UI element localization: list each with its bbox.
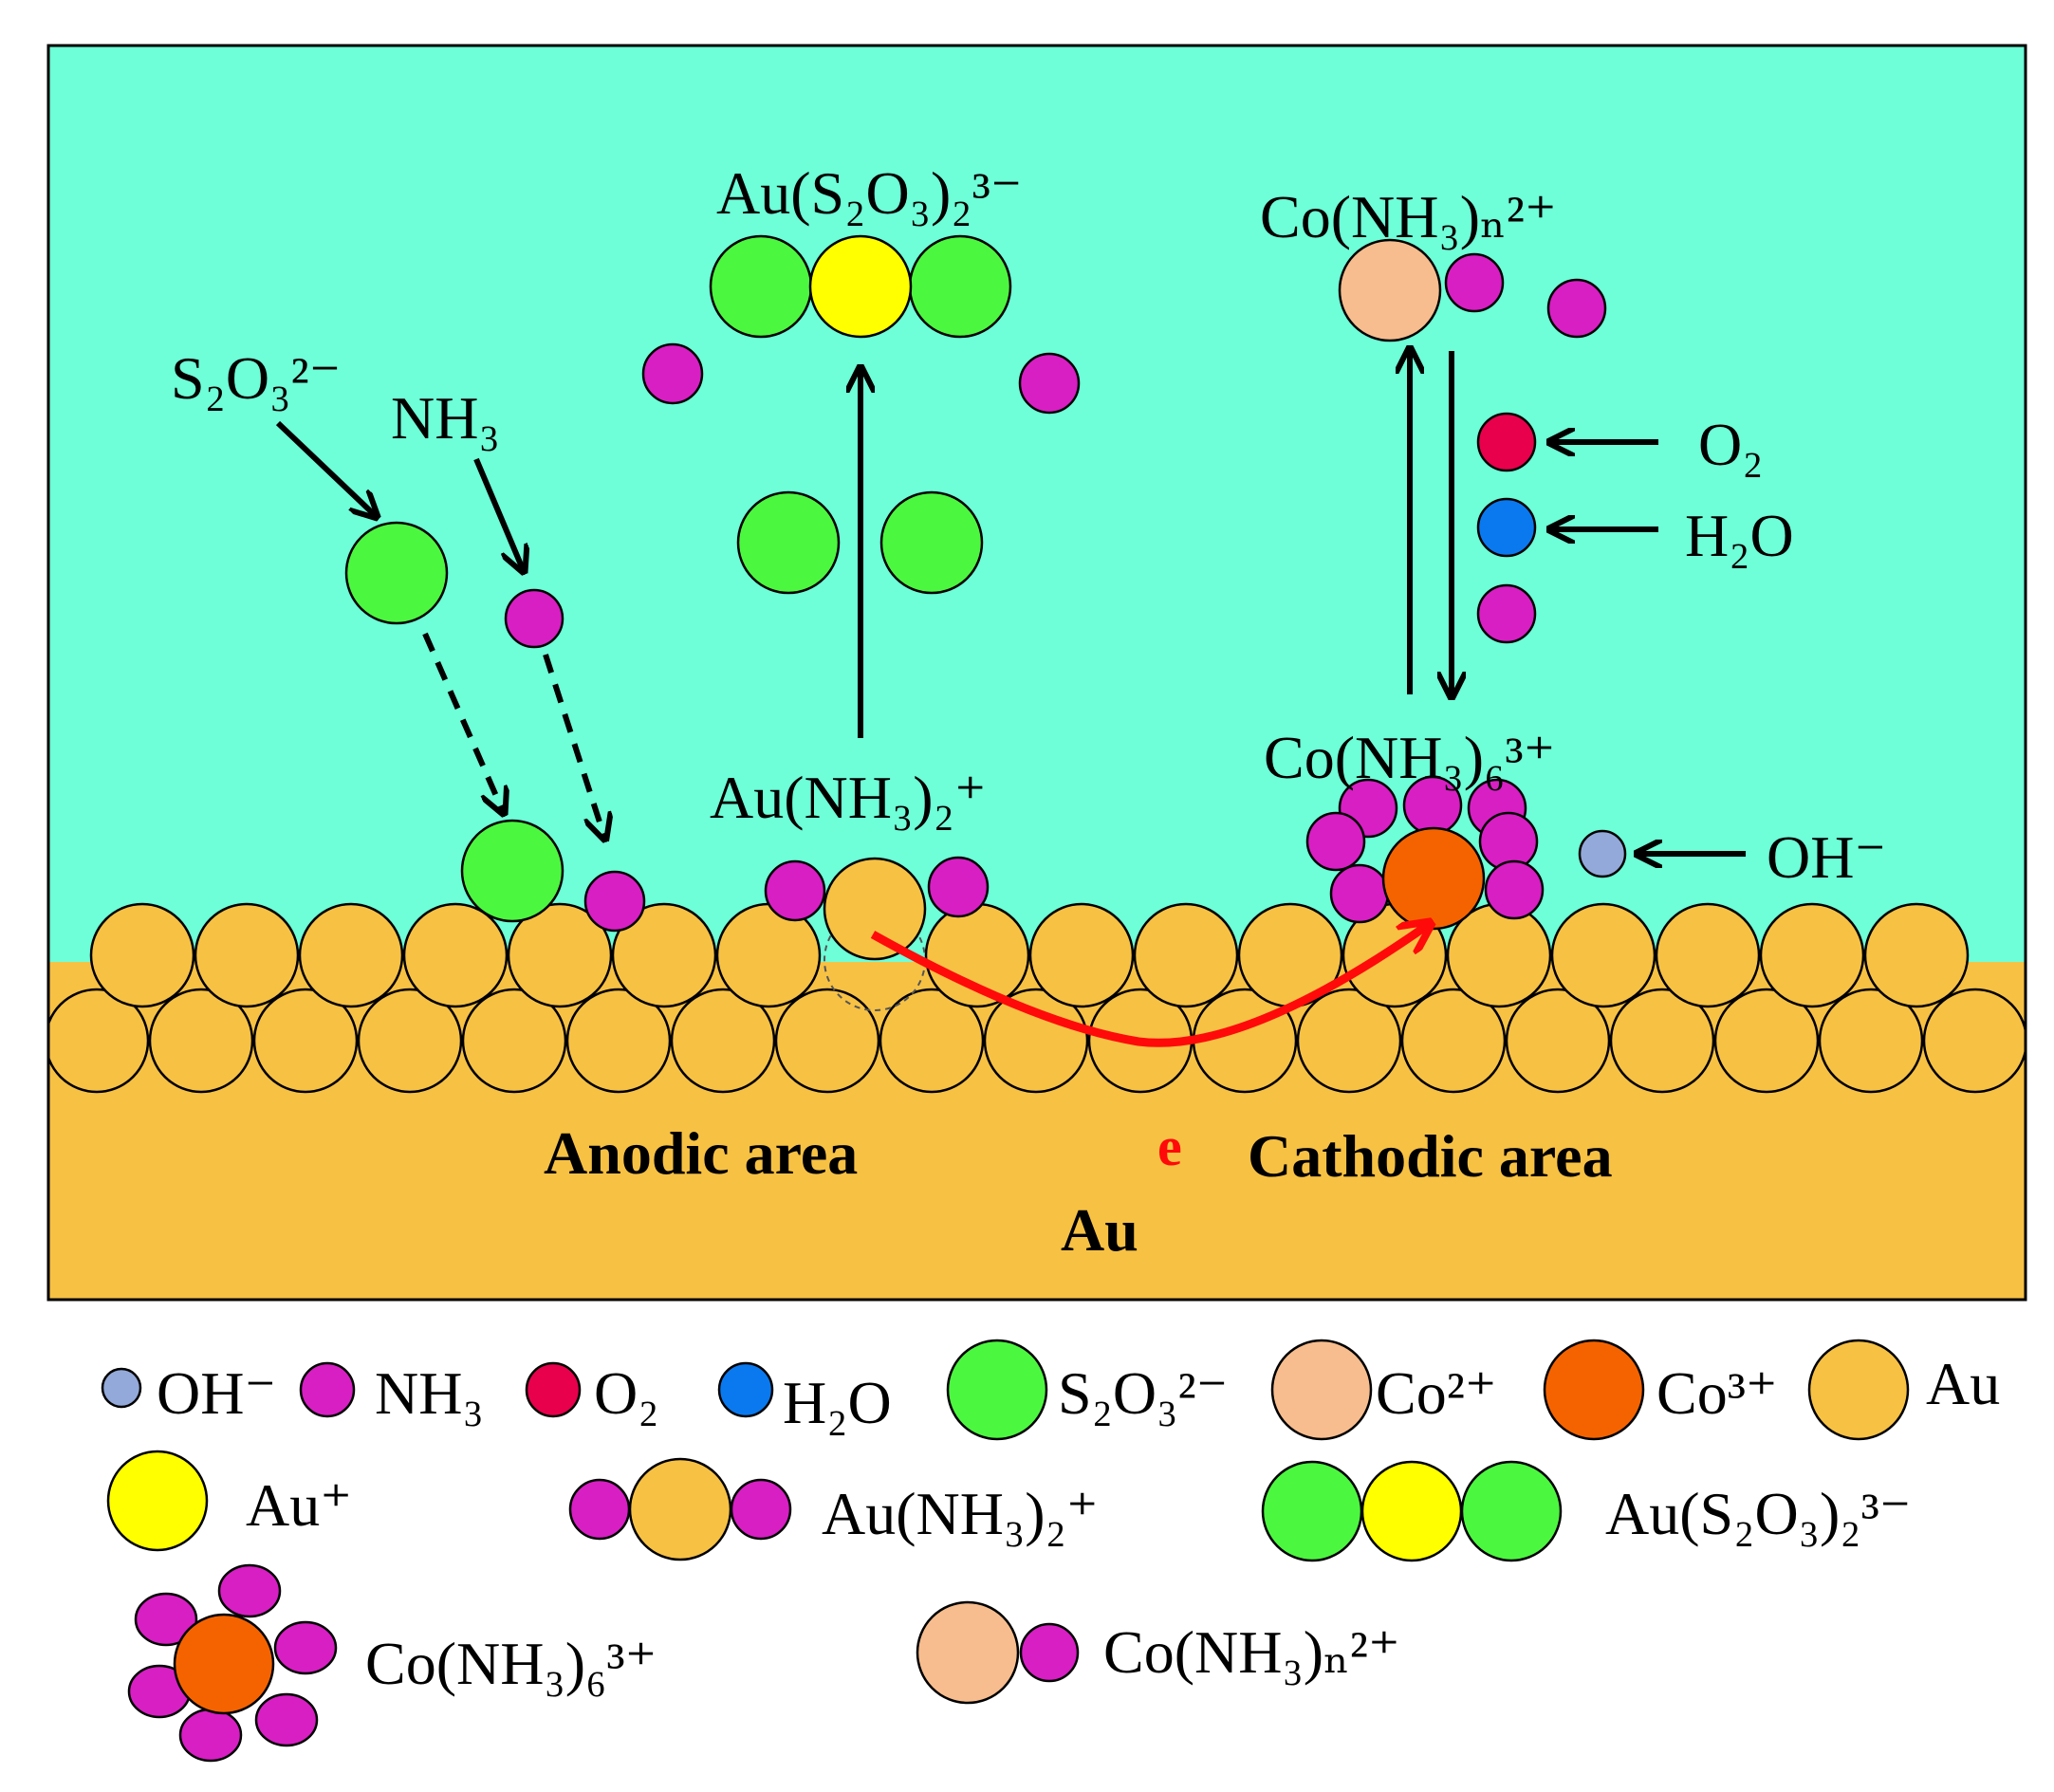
au-thiosulfate-complex [709,234,1012,339]
legend-o2-label: O₂ [594,1359,659,1427]
label-co-nh3-n: Co(NH₃)ₙ²⁺ [1260,183,1557,250]
gold-atom [507,902,613,1008]
label-h2o: H₂O [1685,502,1794,569]
legend-au-thiosulfate: Au(S₂O₃)₂³⁻ [1261,1460,1912,1562]
label-au-thiosulfate: Au(S₂O₃)₂³⁻ [716,159,1023,227]
label-au-nh3-2: Au(NH₃)₂⁺ [710,764,987,831]
gold-atom [1863,902,1970,1008]
legend-nh3-label: NH₃ [375,1359,484,1427]
thiosulfate-free-ion [344,521,449,625]
adsorbed-thiosulfate [460,819,564,923]
arrows [275,351,1746,1047]
gold-atom [89,902,195,1008]
label-electron: e [1157,1116,1182,1177]
legend-s2o3: S₂O₃²⁻ [946,1339,1228,1441]
gold-atom [461,988,567,1094]
gold-atom [1400,988,1507,1094]
legend-au-thiosulfate-label: Au(S₂O₃)₂³⁻ [1605,1480,1912,1547]
panel-border [46,44,2027,1302]
legend-co-nh3-n-label: Co(NH₃)ₙ²⁺ [1103,1618,1400,1686]
thiosulfate-pair [736,490,984,595]
gold-atom [670,988,776,1094]
legend-co2: Co²⁺ [1270,1339,1497,1441]
legend-au-nh3-2: Au(NH₃)₂⁺ [568,1457,1099,1561]
gold-atom [1818,988,1924,1094]
nh3-adsorb-arrow [543,654,604,837]
s2o3-adsorb-arrow [422,632,503,811]
co-nh3-6-complex [1305,775,1545,931]
gold-atom [1133,902,1239,1008]
legend-s2o3-label: S₂O₃²⁻ [1058,1359,1228,1427]
gold-atom [194,902,300,1008]
label-au-substrate: Au [1061,1196,1138,1264]
nh3-free-molecule [504,588,564,649]
s2o3-arrow [275,420,375,515]
gold-atom [983,988,1089,1094]
gold-atom [1550,902,1656,1008]
legend-co-nh3-6-label: Co(NH₃)₆³⁺ [365,1630,657,1697]
legend-co2-label: Co²⁺ [1376,1359,1497,1427]
legend-oh-label: OH⁻ [157,1359,276,1427]
released-nh3-pair [641,342,1081,415]
reaction-panel [46,44,2054,1302]
gold-atom [357,988,463,1094]
nh3-reactant [1476,583,1537,644]
adsorbed-nh3 [583,870,646,933]
label-oh: OH⁻ [1767,823,1886,891]
gold-atom [298,902,404,1008]
gold-atom [1922,988,2026,1094]
gold-atom [879,988,985,1094]
gold-atom [148,988,254,1094]
legend-o2: O₂ [525,1359,659,1427]
gold-atom [252,988,359,1094]
legend-co-nh3-n: Co(NH₃)ₙ²⁺ [916,1600,1400,1705]
gold-atom-layer [48,902,2054,1094]
legend-co-nh3-6: Co(NH₃)₆³⁺ [127,1563,657,1763]
legend-au-label: Au [1926,1350,2000,1417]
co-nh3-n-complex [1338,238,1607,342]
legend: OH⁻ NH₃ O₂ H₂O S₂O₃²⁻ Co²⁺ Co³⁺ Au [101,1339,2000,1763]
au-nh3-2-complex [764,856,990,1011]
label-s2o3: S₂O₃²⁻ [171,344,341,412]
legend-au-nh3-2-label: Au(NH₃)₂⁺ [822,1480,1099,1547]
gold-atom [774,988,880,1094]
gold-atom [1028,902,1135,1008]
gold-atom [48,988,150,1094]
label-o2: O₂ [1698,411,1764,478]
label-cathodic-area: Cathodic area [1248,1122,1613,1190]
gold-atom [611,902,717,1008]
gold-atom [1296,988,1402,1094]
h2o-molecule [1476,497,1537,558]
legend-co3-label: Co³⁺ [1656,1359,1778,1427]
label-anodic-area: Anodic area [544,1119,858,1187]
label-co-nh3-6: Co(NH₃)₆³⁺ [1264,724,1555,791]
gold-atom [1505,988,1611,1094]
gold-atom [1609,988,1715,1094]
electron-transfer-arrow [870,925,1428,1047]
oh-ion [1578,829,1627,878]
o2-molecule [1476,412,1537,472]
legend-au-plus-label: Au⁺ [246,1471,352,1539]
gold-atom [2028,989,2054,1092]
panel-labels: Au(S₂O₃)₂³⁻ Co(NH₃)ₙ²⁺ S₂O₃²⁻ NH₃ O₂ H₂O… [171,159,1886,1264]
legend-nh3: NH₃ [299,1359,484,1427]
legend-oh: OH⁻ [101,1359,276,1427]
legend-au: Au [1807,1339,2000,1441]
gold-atom [1655,902,1761,1008]
gold-atom [565,988,672,1094]
label-nh3: NH₃ [391,384,500,452]
legend-au-plus: Au⁺ [106,1450,352,1552]
gold-atom [1759,902,1865,1008]
gold-atom [1713,988,1820,1094]
nh3-arrow [473,457,523,569]
gold-atom [402,902,509,1008]
legend-h2o: H₂O [717,1361,892,1436]
legend-co3: Co³⁺ [1543,1339,1778,1441]
legend-h2o-label: H₂O [783,1369,892,1436]
